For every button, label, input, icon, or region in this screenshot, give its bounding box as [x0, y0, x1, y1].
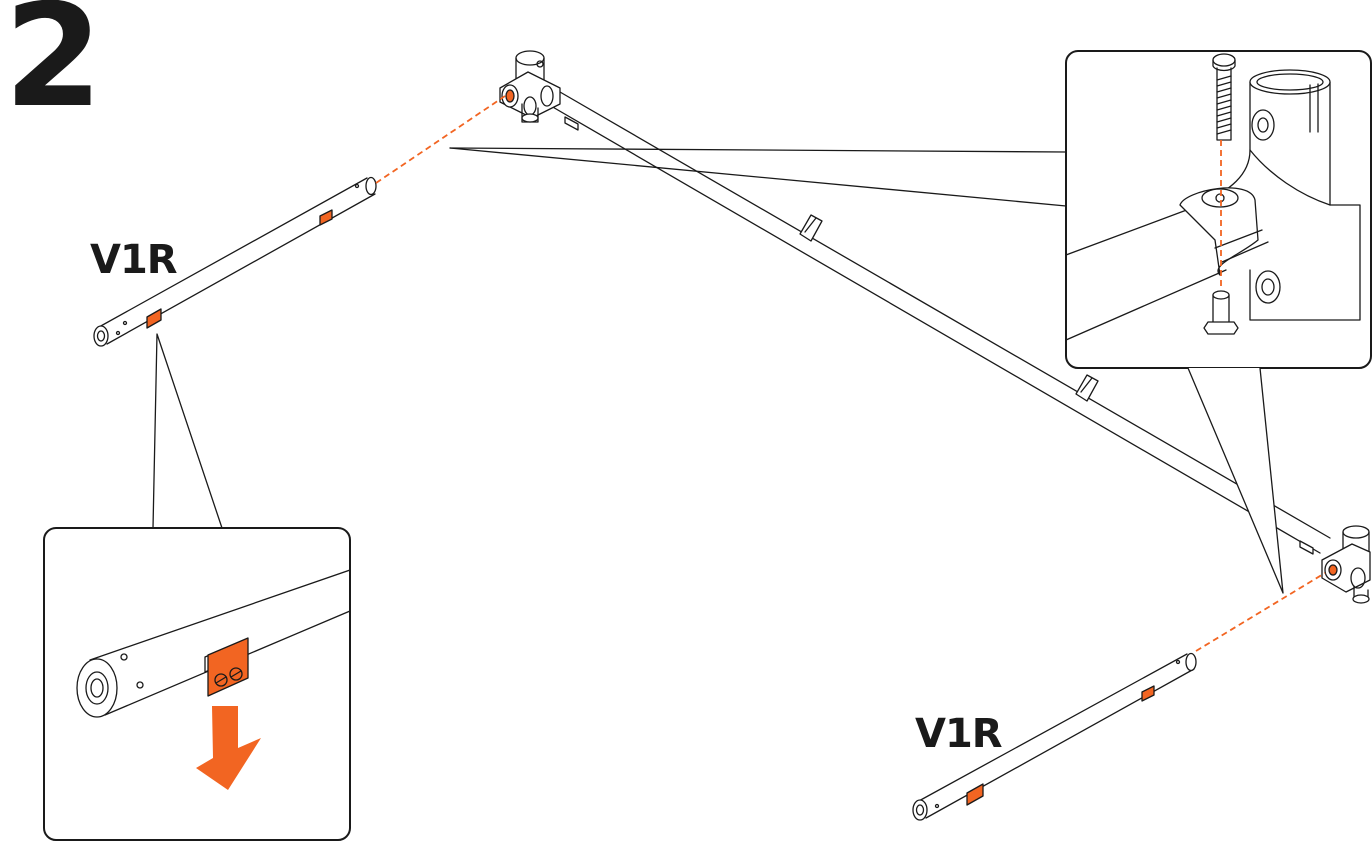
- tube-v1r-left: [93, 176, 377, 347]
- tube-coupler: [1075, 374, 1099, 402]
- step-number: 2: [4, 0, 103, 139]
- assembly-guide-line-bottom: [1195, 572, 1326, 652]
- connector-fitting-top: [499, 50, 561, 123]
- tube-v1r-right: [912, 652, 1197, 821]
- detail-callout-connector: [449, 50, 1372, 594]
- main-diagonal-tube: [550, 91, 1331, 555]
- assembly-guide-line-top: [375, 95, 506, 184]
- tube-coupler: [799, 214, 823, 242]
- nut-icon: [1203, 290, 1239, 335]
- connector-fitting-bottom: [1321, 525, 1371, 604]
- detail-callout-tab: [43, 333, 351, 841]
- part-label-left: V1R: [90, 237, 178, 283]
- arrow-down-icon: [196, 706, 261, 790]
- part-label-right: V1R: [915, 711, 1003, 757]
- bolt-icon: [1212, 53, 1236, 141]
